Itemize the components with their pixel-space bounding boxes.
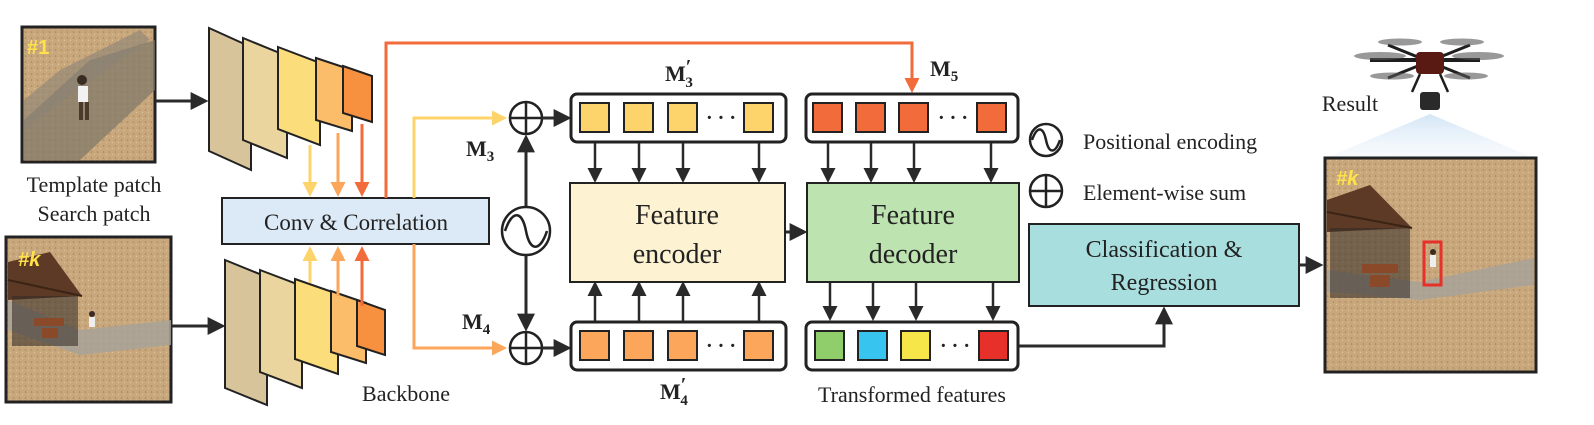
token [812,102,843,133]
feature-encoder-label-line1: Feature [635,200,719,231]
token [978,330,1009,361]
legend-element-wise-sum: Element-wise sum [1083,180,1246,205]
camera-beam [1326,114,1534,158]
arrow-to-m5 [384,41,920,198]
token [743,102,774,133]
decoder-to-transformed-arrows [822,283,1001,321]
feature-encoder-label-line2: encoder [633,239,722,270]
backbone-top-stack [208,26,373,172]
feature-decoder-label-line2: decoder [869,239,958,270]
transformed-features-label: Transformed features [818,382,1006,407]
backbone-layer [294,277,339,376]
token [743,330,774,361]
result-image [1323,156,1538,374]
conv-correlation-box [221,197,490,245]
token [667,330,698,361]
token [814,330,845,361]
token-ellipsis: · · · [706,107,736,129]
m3-prime-token-row: · · · [569,92,788,144]
token-ellipsis: · · · [940,335,970,357]
search-tag: #k [18,249,41,271]
classification-regression-label-line1: Classification & [1086,237,1243,263]
plus-circle-icon [508,330,544,366]
m3-to-encoder-arrows [587,143,767,183]
search-caption: Search patch [38,201,151,226]
token [623,102,654,133]
conv-correlation-label: Conv & Correlation [264,210,448,235]
token [900,330,931,361]
backbone-layer [208,26,252,172]
m4-prime-label: M′4 [660,374,688,409]
classification-regression-label-line2: Regression [1111,270,1218,296]
backbone-layer [342,64,373,124]
m4-label: M4 [462,309,491,338]
template-caption: Template patch [27,172,162,197]
m5-token-row: · · · [804,92,1020,144]
token [976,102,1007,133]
token [579,330,610,361]
feature-decoder-label-line1: Feature [871,200,955,231]
backbone-layer [277,45,321,147]
transformed-token-row: · · · [804,320,1020,372]
backbone-bottom-stack [224,258,386,407]
m5-to-decoder-arrows [820,143,999,183]
template-tag: #1 [27,37,49,59]
token-ellipsis: · · · [706,335,736,357]
tracking-bounding-box [1422,240,1443,287]
sine-icon [500,205,552,257]
token [898,102,929,133]
m5-label: M5 [930,56,958,85]
backbone-layer [242,36,288,160]
template-patch-image [20,25,157,164]
backbone-layer [224,258,268,407]
result-tag: #k [1336,168,1359,190]
m4-prime-token-row: · · · [569,320,788,372]
m3-prime-label: M′3 [665,56,693,91]
arrow-to-m4-sum [412,244,507,356]
token [579,102,610,133]
result-label: Result [1322,91,1378,116]
feature-decoder-box [806,182,1020,283]
token [667,102,698,133]
token [857,330,888,361]
legend-positional-encoding: Positional encoding [1083,129,1257,154]
feature-encoder-box [569,182,786,283]
backbone-layer [259,268,303,390]
plus-circle-icon [1028,173,1064,209]
token [855,102,886,133]
arrow-transformed-to-classifier [1019,306,1173,348]
backbone-layer [356,298,386,357]
classification-regression-box [1028,223,1300,307]
drone-icon [1354,38,1504,110]
m3-label: M3 [466,136,494,165]
arrow-to-m3-sum [412,110,507,198]
m4-to-encoder-arrows [587,281,767,321]
token [623,330,654,361]
sine-icon [1028,122,1064,158]
backbone-label: Backbone [362,381,450,406]
token-ellipsis: · · · [938,107,968,129]
search-patch-image [4,235,173,404]
plus-circle-icon [508,100,544,136]
